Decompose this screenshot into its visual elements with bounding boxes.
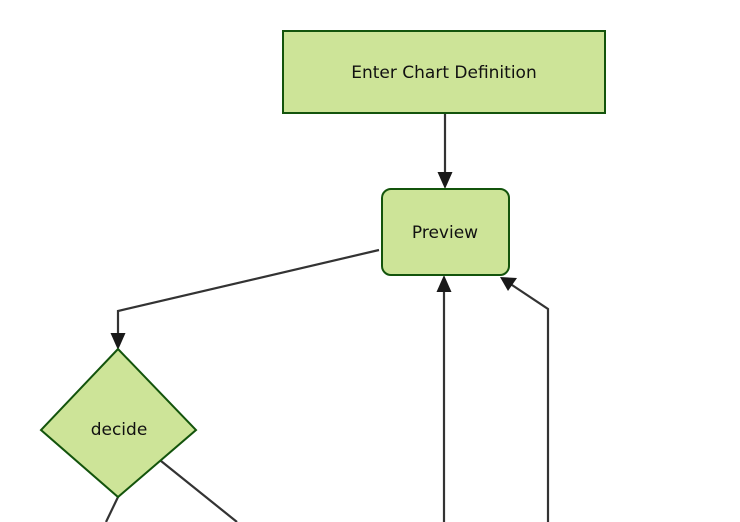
edge-bottom-right-to-preview <box>500 277 550 522</box>
edge-line <box>105 496 119 522</box>
node-rounded-rect[interactable] <box>381 188 510 276</box>
node-decide[interactable]: decide <box>39 347 198 499</box>
edge-line <box>116 248 380 341</box>
node-enter-chart-definition[interactable]: Enter Chart Definition <box>282 30 606 114</box>
edge-decide-out-left <box>105 496 119 522</box>
arrowhead-icon <box>110 333 126 350</box>
edge-decide-out-right <box>160 460 238 522</box>
node-label-decide: decide <box>91 420 148 440</box>
node-preview[interactable]: Preview <box>381 188 510 276</box>
arrowhead-icon <box>436 275 452 292</box>
arrowhead-icon <box>500 277 517 291</box>
node-label-enter-chart-definition: Enter Chart Definition <box>351 63 536 83</box>
arrowhead-icon <box>437 172 453 189</box>
node-label-preview: Preview <box>412 223 478 243</box>
node-rect[interactable] <box>282 30 606 114</box>
edge-enter-to-preview <box>437 114 453 189</box>
node-diamond[interactable] <box>39 347 198 499</box>
edge-bottom-center-to-preview <box>436 275 452 522</box>
edge-line <box>160 460 238 522</box>
edge-line <box>508 282 550 522</box>
edge-preview-to-decide <box>110 248 380 350</box>
